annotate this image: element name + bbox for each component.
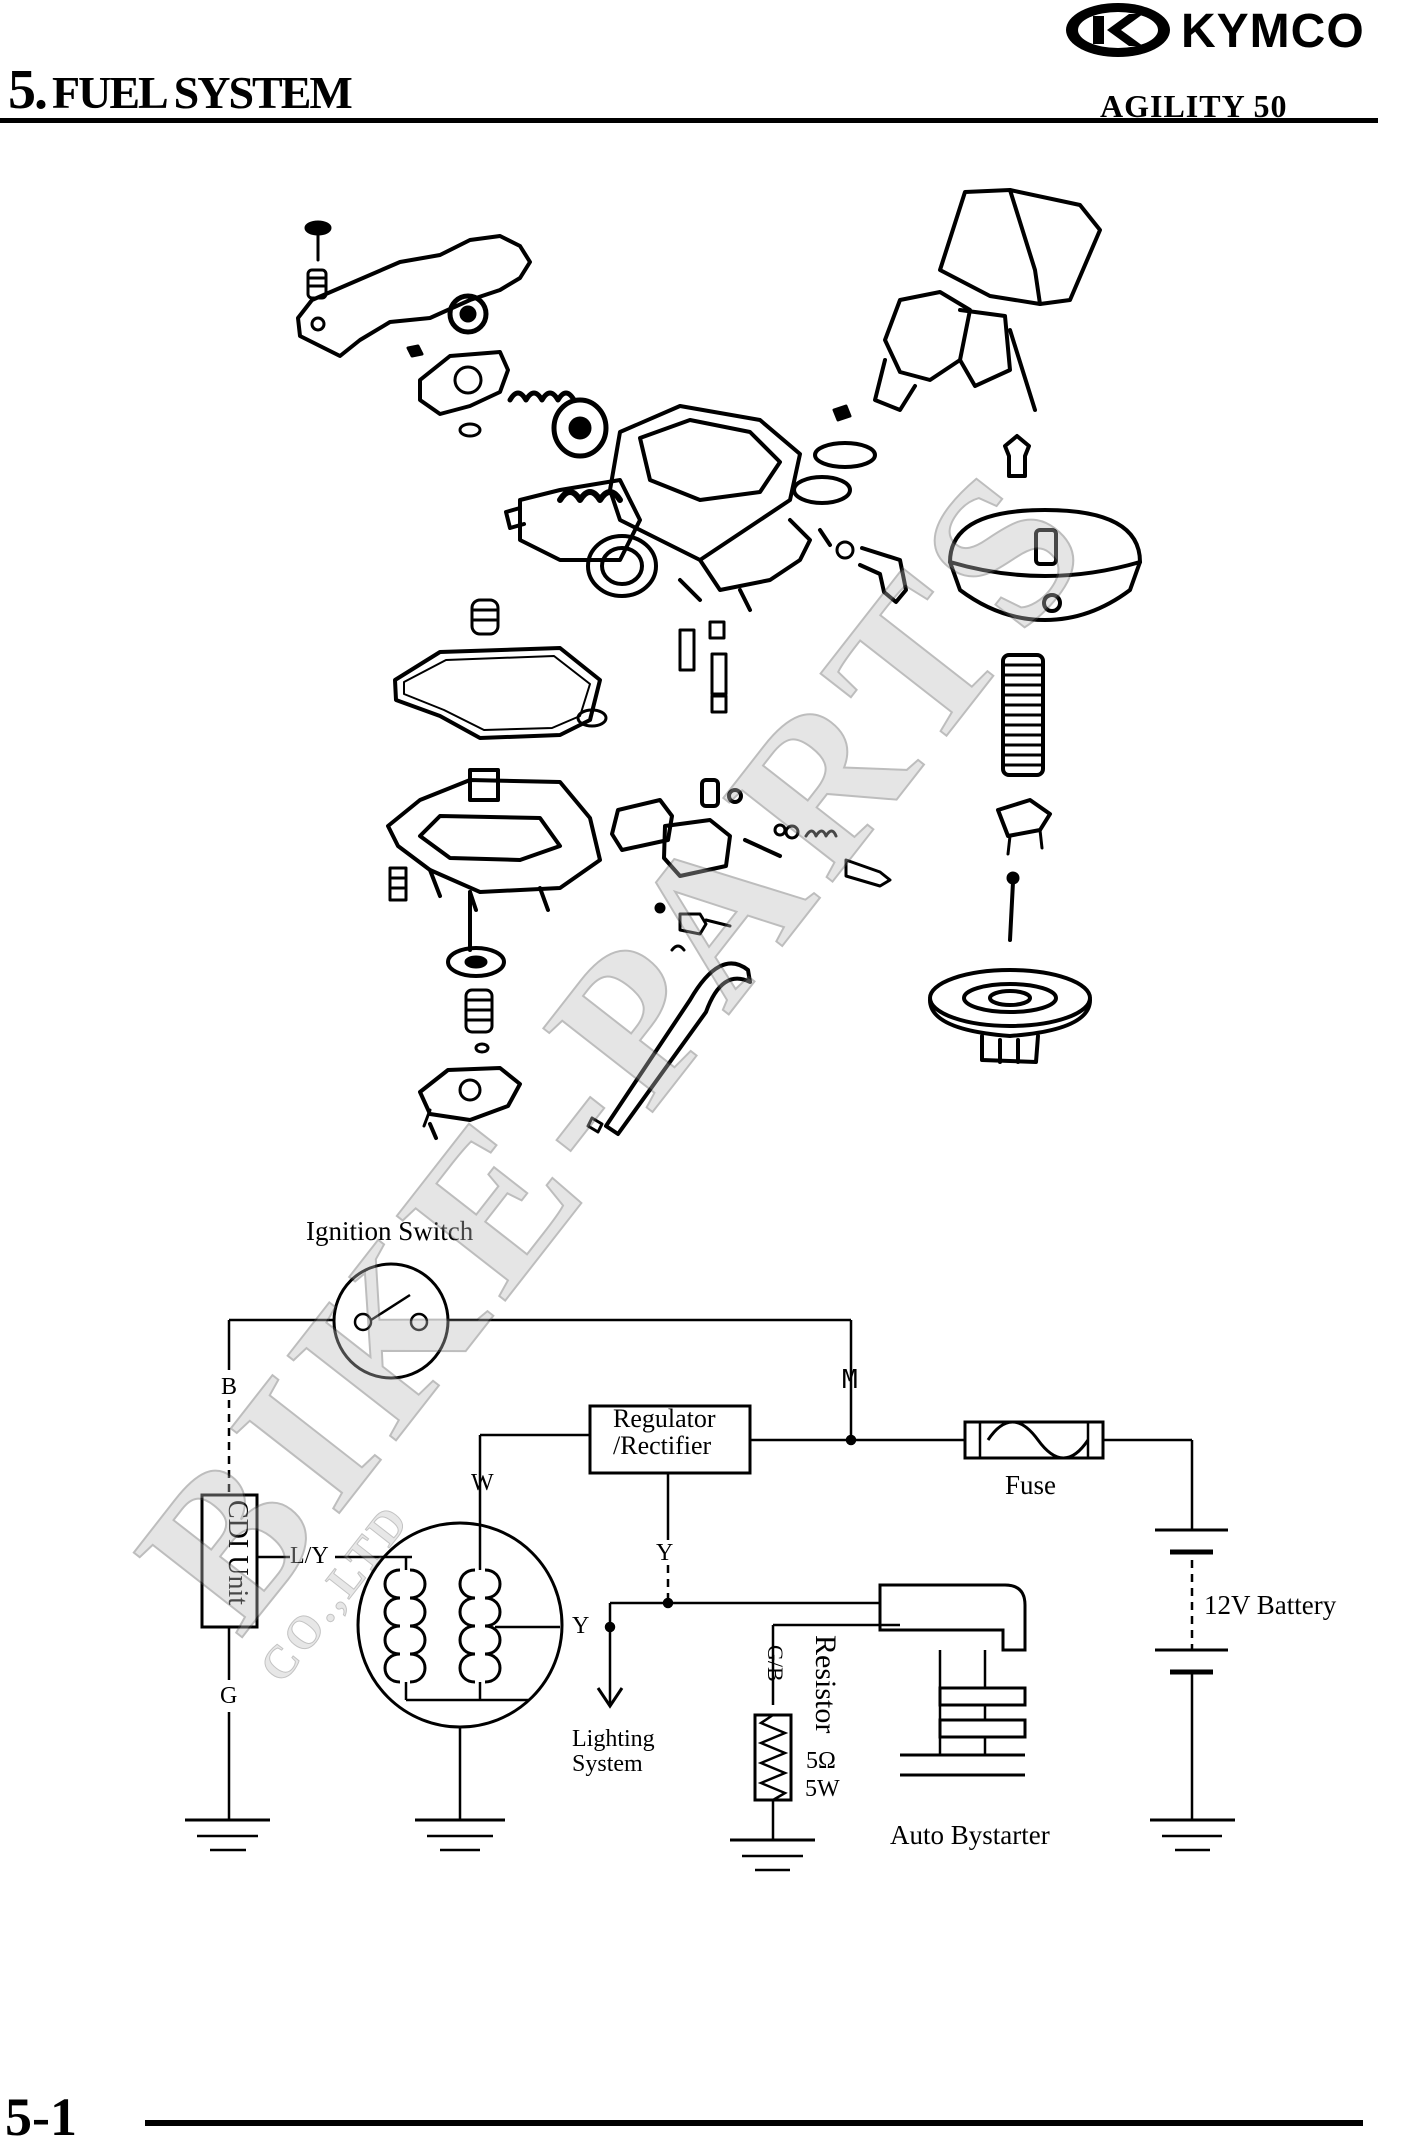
jet-spring	[464, 988, 494, 1034]
chapter-number: 5.	[8, 59, 48, 121]
resistor-ohm-label: 5Ω	[806, 1748, 836, 1774]
lighting-system-label-line1: Lighting	[572, 1726, 655, 1752]
ignition-switch-symbol	[332, 1262, 450, 1380]
fuse-label: Fuse	[1005, 1470, 1057, 1500]
regulator-label-line2: /Rectifier	[613, 1431, 712, 1460]
regulator-label-line1: Regulator	[613, 1404, 716, 1433]
auto-bystarter-symbol	[878, 1583, 1027, 1652]
screw-part	[304, 220, 332, 300]
vacuum-piston	[928, 968, 1092, 1064]
kymco-logo: KYMCO	[1066, 3, 1365, 58]
footer-rule	[145, 2120, 1363, 2126]
resistor-watt-label: 5W	[805, 1776, 840, 1802]
ignition-switch-label: Ignition Switch	[306, 1216, 474, 1246]
wire-w-label: W	[471, 1470, 494, 1496]
auto-bystarter-label: Auto Bystarter	[890, 1820, 1050, 1850]
brand-text: KYMCO	[1181, 5, 1365, 58]
wire-m-label: M	[842, 1365, 858, 1395]
wire-y-generator-label: Y	[572, 1613, 590, 1639]
auto-bystarter-part	[873, 188, 1102, 412]
long-spring	[1001, 653, 1045, 777]
cdi-unit-label: CDI Unit	[222, 1500, 253, 1605]
carburetor-exploded-view	[296, 188, 1142, 1140]
lighting-system-label-line2: System	[572, 1751, 643, 1777]
wire-gb-label: G/B	[763, 1645, 788, 1682]
resistor-label: Resistor	[809, 1635, 842, 1734]
battery-label: 12V Battery	[1204, 1590, 1337, 1620]
throttle-bracket	[296, 234, 532, 358]
chapter-title: FUEL SYSTEM	[52, 67, 353, 118]
drain-hose	[604, 961, 752, 1136]
chapter-heading: 5.FUEL SYSTEM	[8, 58, 353, 122]
wire-ly-label: L/Y	[290, 1543, 329, 1569]
float	[610, 778, 743, 878]
cover-plate	[418, 350, 510, 416]
diaphragm-cover	[948, 508, 1142, 622]
wire-y-regulator-label: Y	[656, 1540, 674, 1566]
float-chamber-gasket	[393, 646, 602, 740]
header-rule	[0, 118, 1378, 123]
carburetor-body	[504, 404, 832, 612]
model-name: AGILITY 50	[1100, 88, 1288, 124]
page-number: 5-1	[5, 2087, 77, 2147]
wire-b-label: B	[221, 1374, 238, 1400]
fuse-symbol	[963, 1420, 1105, 1460]
wire-g-label: G	[220, 1683, 238, 1709]
ac-generator-symbol	[356, 1521, 564, 1729]
